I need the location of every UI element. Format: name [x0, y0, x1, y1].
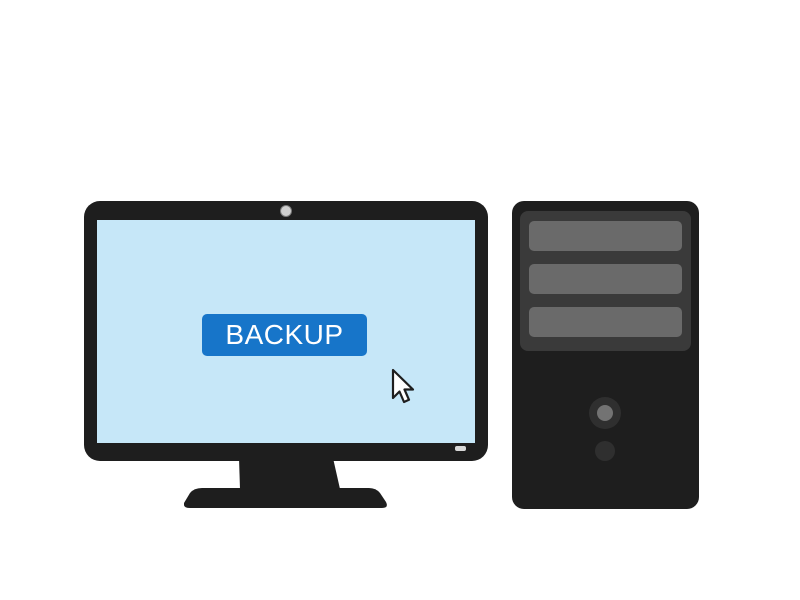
drive-bay: [529, 307, 682, 337]
power-button-center: [597, 405, 613, 421]
power-button-icon[interactable]: [589, 397, 621, 429]
drive-bay: [529, 264, 682, 294]
monitor-stand: [184, 458, 387, 508]
power-led-icon: [455, 446, 466, 451]
reset-button-icon[interactable]: [595, 441, 615, 461]
webcam-icon: [280, 205, 292, 217]
drive-bay: [529, 221, 682, 251]
backup-button[interactable]: BACKUP: [202, 314, 367, 356]
mouse-pointer-icon: [391, 368, 415, 404]
